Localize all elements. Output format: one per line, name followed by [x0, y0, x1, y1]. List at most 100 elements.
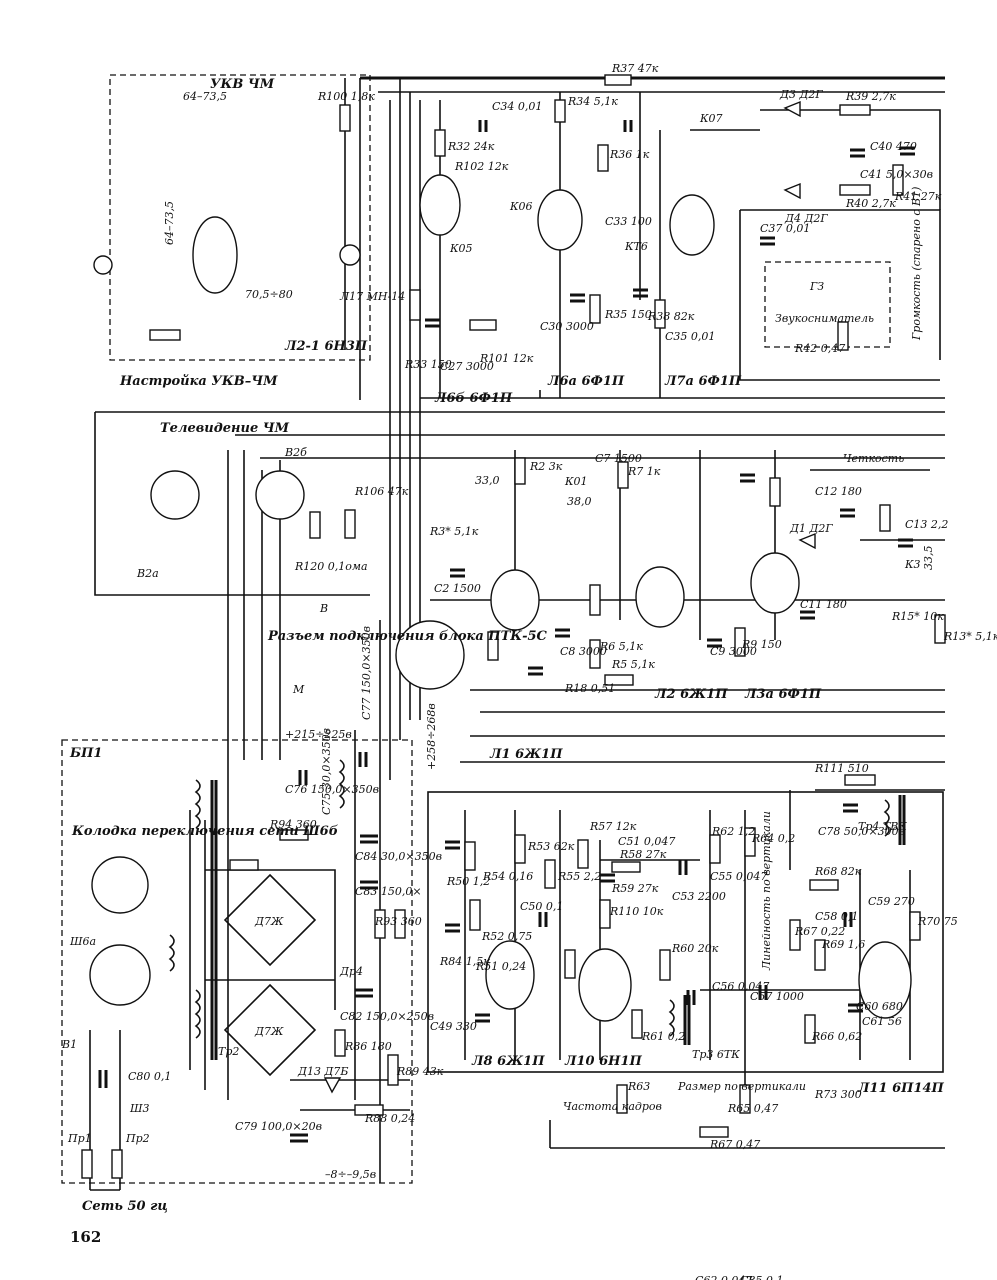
c76-label: С76 150,0×350в — [285, 783, 379, 796]
component-label: R54 0,16 — [482, 870, 533, 883]
b-label: В — [319, 602, 328, 615]
k3-label: К3 — [904, 558, 921, 571]
component-label: C60 680 — [856, 1000, 903, 1013]
tube-l6a-label: Л6а 6Ф1П — [547, 374, 625, 389]
tube-l2-label: Л2 6Ж1П — [654, 687, 728, 702]
vhf-band-box: 70,5÷80 — [245, 288, 293, 301]
component-label: R58 27к — [619, 848, 667, 861]
vhf-band-side: 64–73,5 — [163, 201, 176, 245]
mains-label: Сеть 50 гц — [82, 1199, 168, 1214]
component-label: R5 5,1к — [611, 658, 655, 671]
labels-frame-scan: Л8 6Ж1П Л10 6Н1П Л11 6П14П Тр3 6ТК Тр4 Т… — [471, 762, 945, 1151]
k05-label: К05 — [449, 242, 473, 255]
component-label: Д4 Д2Г — [784, 212, 828, 225]
pr1-label: Пр1 — [67, 1132, 92, 1145]
labels-if: Л6а 6Ф1П Л6б 6Ф1П Л7а 6Ф1П К06 К05 К07 К… — [434, 112, 742, 406]
tr2-label: Тр2 — [218, 1045, 239, 1058]
mains-socket-sh6b — [91, 856, 149, 914]
tube-l7a-label: Л7а 6Ф1П — [664, 374, 742, 389]
component-label: C33 100 — [605, 215, 652, 228]
r65-label: R65 0,47 — [727, 1102, 778, 1115]
component-label: C8 3000 — [560, 645, 607, 658]
transformers — [168, 759, 906, 1060]
pr2-label: Пр2 — [125, 1132, 150, 1145]
bridge-lower — [223, 983, 317, 1077]
d7zh-upper: Д7Ж — [254, 915, 284, 928]
mains-socket-sh6a — [89, 944, 151, 1006]
tube-l8-label: Л8 6Ж1П — [471, 1054, 545, 1069]
component-label: R6 5,1к — [599, 640, 643, 653]
component-label: R93 360 — [374, 915, 422, 928]
power-title: БП1 — [69, 746, 102, 761]
v-258-label: +258÷268в — [425, 703, 438, 770]
tube-l3a-label: Л3а 6Ф1П — [744, 687, 822, 702]
component-label: R61 0,2 — [641, 1030, 685, 1043]
component-label: R101 12к — [479, 352, 534, 365]
component-label: R53 62к — [527, 840, 575, 853]
component-label: Д3 Д2Г — [779, 88, 823, 101]
r120-label: R120 0,1ома — [294, 560, 368, 573]
component-label: C59 270 — [868, 895, 915, 908]
component-label: R13* 5,1к — [943, 630, 997, 643]
component-label: R2 3к — [529, 460, 563, 473]
bridge-upper — [223, 873, 317, 967]
component-label: C50 0,1 — [520, 900, 563, 913]
ptk-connector-label: Разъем подключения блока ПТК-5С — [267, 629, 548, 644]
tube-l2 — [635, 566, 685, 628]
component-label: R59 27к — [611, 882, 659, 895]
tube-l6b-label: Л6б 6Ф1П — [434, 391, 513, 406]
tube-l11 — [858, 941, 912, 1019]
component-label: R89 43к — [396, 1065, 444, 1078]
capacitors — [98, 120, 915, 1143]
k07-label: К07 — [699, 112, 723, 125]
b1-label: В1 — [61, 1038, 77, 1051]
component-label: R18 0,51 — [564, 682, 615, 695]
frequency-label: Частота кадров — [563, 1100, 662, 1113]
r67-label: R67 0,47 — [709, 1138, 760, 1151]
tube-l11-label: Л11 6П14П — [857, 1081, 945, 1096]
component-label: Д1 Д2Г — [789, 522, 833, 535]
gz-label: ГЗ — [809, 280, 824, 293]
component-label: C55 0,047 — [710, 870, 767, 883]
component-label: R35 150 — [604, 308, 652, 321]
tr4-label: Тр4 ТВК — [858, 820, 907, 833]
component-label: R70 75 — [917, 915, 958, 928]
component-label: C51 0,047 — [618, 835, 675, 848]
labels-video: Разъем подключения блока ПТК-5С Л1 6Ж1П … — [267, 452, 935, 762]
tr4-core — [898, 795, 906, 845]
component-label: R88 0,24 — [364, 1112, 415, 1125]
v-hi-label: +215÷225в — [285, 728, 352, 741]
size-label: Размер по вертикали — [677, 1080, 806, 1093]
component-label: C37 0,01 — [760, 222, 810, 235]
clarity-label: Четкость — [843, 452, 904, 465]
component-label: R94 360 — [269, 818, 317, 831]
antenna-input — [93, 255, 113, 275]
component-label: R52 0,75 — [481, 930, 532, 943]
component-label: C85 0,1 — [740, 1274, 783, 1280]
component-label: C40 470 — [870, 140, 917, 153]
d13-label: Д13 Д7Б — [297, 1065, 348, 1078]
switch-b2b — [255, 470, 305, 520]
tube-l7a — [669, 194, 715, 256]
ptk-connector — [395, 620, 465, 690]
tube-l3a — [750, 552, 800, 614]
c84-label: С84 30,0×350в — [355, 850, 442, 863]
r42-label: R42 0,47 — [794, 342, 845, 355]
c80-label: С80 0,1 — [128, 1070, 171, 1083]
speaker-label: Звукосниматель — [775, 312, 874, 325]
vhf-band-top: 64–73,5 — [183, 90, 227, 103]
tr2-core — [210, 780, 218, 1060]
mains-socket-label: Колодка переключения сети Ш6б — [71, 824, 339, 839]
component-label: C35 0,01 — [665, 330, 715, 343]
tube-l8 — [485, 940, 535, 1010]
c79-label: С79 100,0×20в — [235, 1120, 322, 1133]
component-label: R15* 10к — [891, 610, 944, 623]
c75-label: С75 30,0×350в — [320, 728, 333, 815]
component-label: R67 0,22 — [794, 925, 845, 938]
resistors — [81, 74, 946, 1179]
component-label: R39 2,7к — [845, 90, 896, 103]
component-label: R110 10к — [609, 905, 664, 918]
b2b-label: В2б — [284, 446, 307, 459]
